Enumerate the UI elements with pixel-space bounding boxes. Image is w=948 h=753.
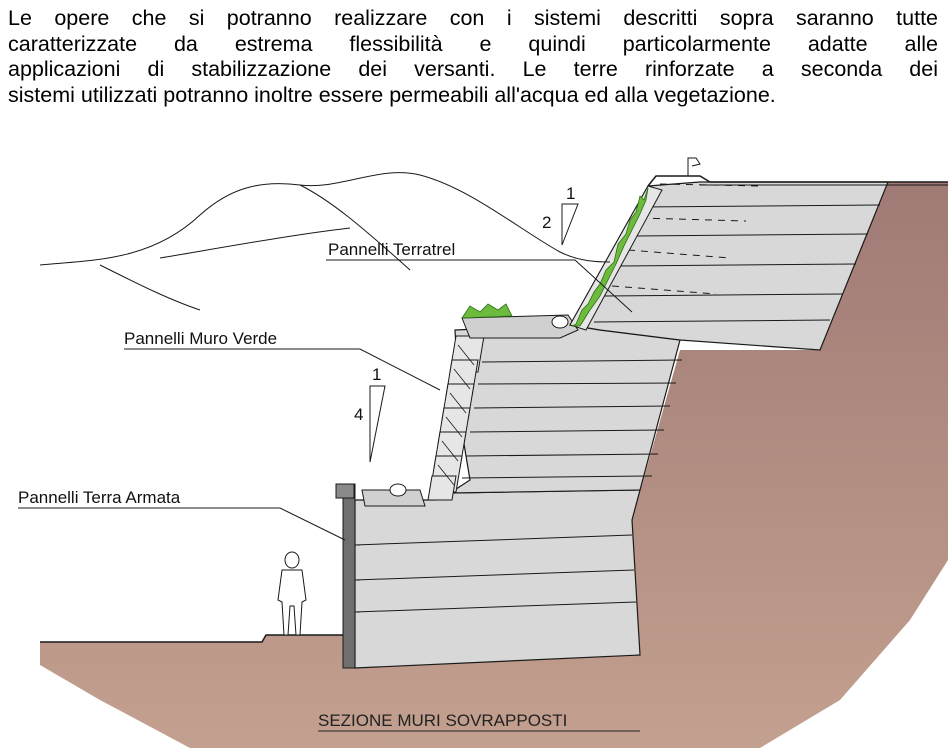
leader-terratrel xyxy=(326,259,633,313)
label-muro-verde: Pannelli Muro Verde xyxy=(124,329,277,348)
vegetation-upper xyxy=(571,187,649,327)
ground-line xyxy=(40,634,345,643)
label-terratrel: Pannelli Terratrel xyxy=(328,240,455,259)
label-terra-armata: Pannelli Terra Armata xyxy=(18,488,181,507)
paragraph-line-2: caratterizzate da estrema flessibilità e… xyxy=(8,31,938,56)
paragraph-line-3: applicazioni di stabilizzazione dei vers… xyxy=(8,57,938,81)
leader-terra-armata xyxy=(18,507,346,541)
lower-fill-block xyxy=(354,489,641,669)
slope-indicator-upper: 1 2 xyxy=(542,184,579,246)
person-figure xyxy=(277,551,307,636)
leader-muro-verde xyxy=(124,348,441,391)
paragraph-line-4: sistemi utilizzati potranno inoltre esse… xyxy=(8,82,776,107)
middle-fill-block xyxy=(447,324,681,494)
upper-reinforcement-lines xyxy=(593,204,881,323)
slope-upper-v: 2 xyxy=(542,213,551,232)
lower-reinforcement-lines xyxy=(354,534,637,613)
terra-armata-panels xyxy=(342,483,356,669)
slope-middle-v: 4 xyxy=(354,405,363,424)
paragraph-line-1: Le opere che si potranno realizzare con … xyxy=(8,6,938,30)
slope-upper-h: 1 xyxy=(566,184,575,203)
slope-indicator-middle: 1 4 xyxy=(354,365,386,463)
description-paragraph: Le opere che si potranno realizzare con … xyxy=(8,6,938,108)
background-mountains xyxy=(39,172,611,266)
section-caption: SEZIONE MURI SOVRAPPOSTI xyxy=(318,711,567,730)
vegetation-middle xyxy=(461,303,513,319)
slope-middle-h: 1 xyxy=(372,365,381,384)
middle-reinforcement-lines xyxy=(461,359,683,479)
soil-mass xyxy=(40,182,948,748)
